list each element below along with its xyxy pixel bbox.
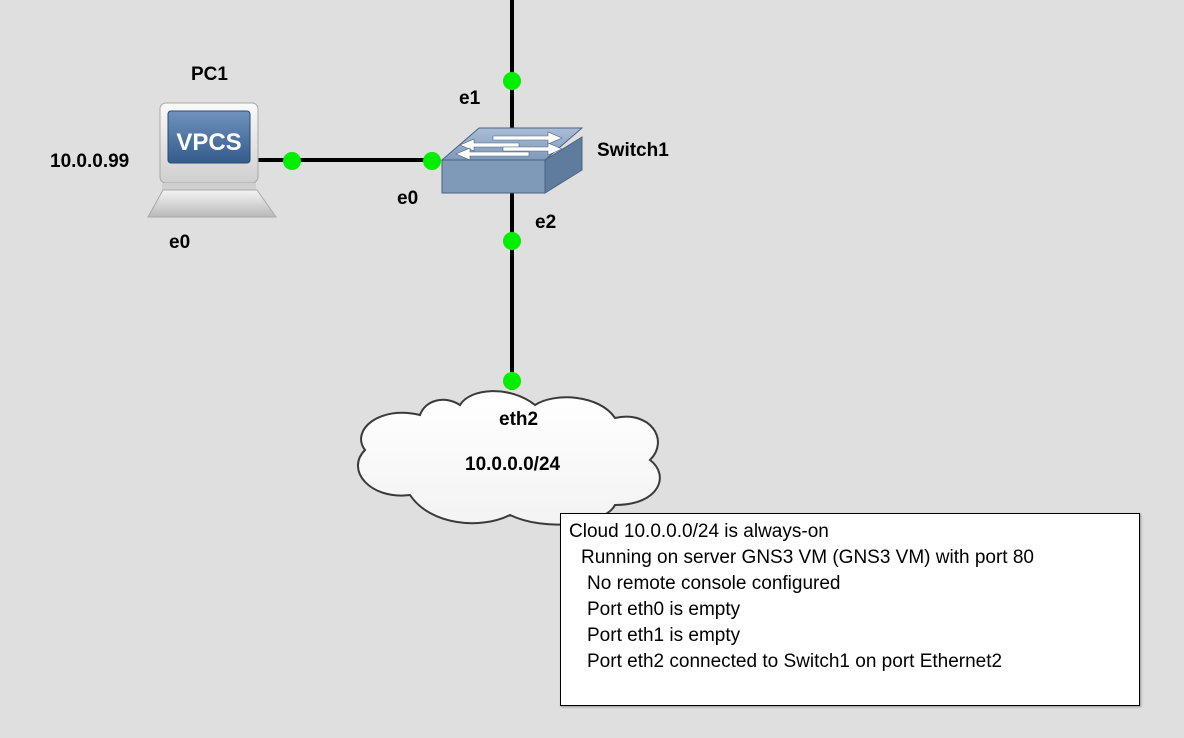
link-status-dot-cloud-eth2 bbox=[503, 372, 521, 390]
tooltip-console-line: No remote console configured bbox=[587, 573, 841, 594]
cloud-info-tooltip: Cloud 10.0.0.0/24 is always-on Running o… bbox=[560, 513, 1140, 706]
pc1-name-label[interactable]: PC1 bbox=[191, 64, 228, 85]
cloud-subnet-label[interactable]: 10.0.0.0/24 bbox=[465, 454, 561, 475]
switch-arrows bbox=[455, 131, 563, 161]
tooltip-status-line: Cloud 10.0.0.0/24 is always-on bbox=[569, 521, 829, 542]
vpcs-icon[interactable]: VPCS bbox=[147, 102, 277, 218]
pc1-port-label: e0 bbox=[169, 232, 191, 253]
link-status-dot-switch1-e1 bbox=[503, 72, 521, 90]
monitor-screen bbox=[167, 110, 251, 164]
cloud-shape[interactable] bbox=[357, 390, 661, 526]
tooltip-server-line: Running on server GNS3 VM (GNS3 VM) with… bbox=[581, 547, 1035, 568]
tooltip-port-eth1-line: Port eth1 is empty bbox=[587, 625, 741, 646]
switch-icon[interactable] bbox=[440, 127, 584, 194]
switch1-port-e2-label: e2 bbox=[535, 212, 557, 233]
tooltip-port-eth0-line: Port eth0 is empty bbox=[587, 599, 741, 620]
tooltip-port-eth2-line: Port eth2 connected to Switch1 on port E… bbox=[587, 651, 1003, 672]
link-status-dot-switch1-e2 bbox=[503, 232, 521, 250]
switch1-port-e0-label: e0 bbox=[397, 188, 419, 209]
vpcs-badge: VPCS bbox=[176, 129, 241, 156]
monitor-base bbox=[162, 183, 256, 190]
pc1-ip-label[interactable]: 10.0.0.99 bbox=[50, 151, 130, 172]
link-status-dot-pc1-e0 bbox=[283, 152, 301, 170]
switch1-port-e1-label: e1 bbox=[459, 88, 481, 109]
switch-front bbox=[441, 159, 546, 194]
switch1-name-label[interactable]: Switch1 bbox=[597, 140, 669, 161]
cloud-node[interactable] bbox=[357, 390, 661, 526]
keyboard bbox=[147, 189, 277, 218]
link-status-dot-switch1-e0 bbox=[423, 152, 441, 170]
cloud-port-label: eth2 bbox=[499, 409, 539, 430]
